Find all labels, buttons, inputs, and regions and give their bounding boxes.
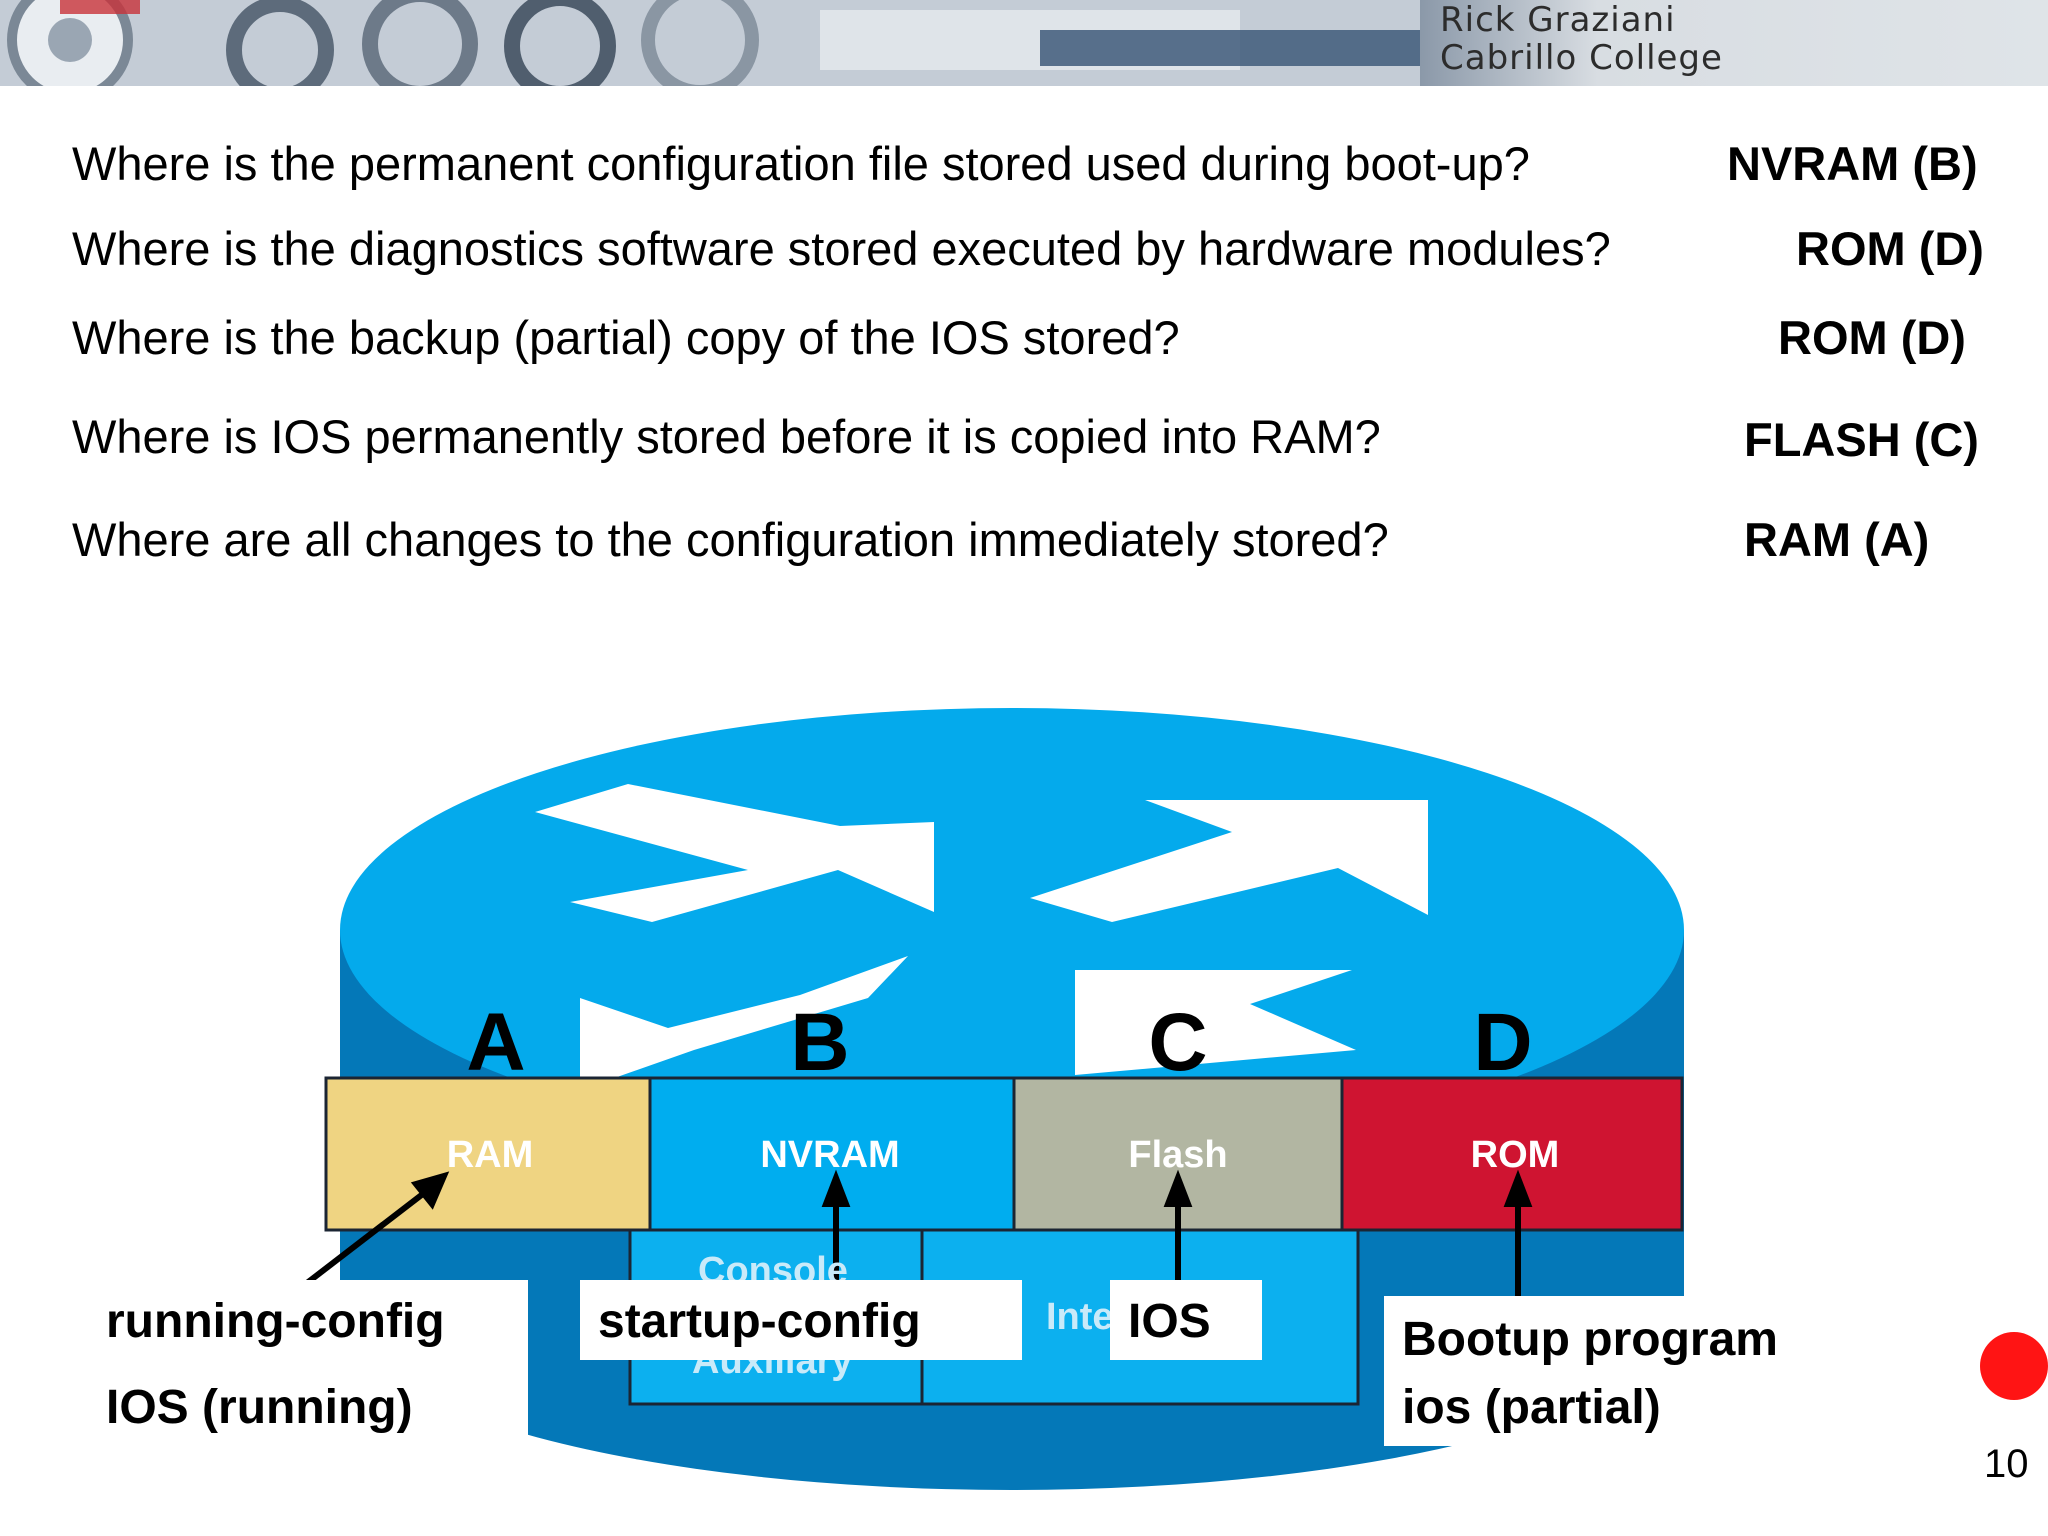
answer-4: FLASH (C) (1744, 413, 1979, 466)
ram-block (324, 1076, 652, 1232)
nvram-callout-startup-config: startup-config (598, 1295, 921, 1348)
flash-callout-box (1110, 1280, 1262, 1360)
ram-label: RAM (446, 1134, 534, 1176)
banner-image (0, 0, 1420, 86)
slide-indicator-dot (1980, 1332, 2048, 1400)
ram-callout-ios-running: IOS (running) (106, 1381, 413, 1434)
rom-label: ROM (1470, 1134, 1560, 1176)
ram-callout-box (60, 1280, 528, 1450)
flash-callout-ios: IOS (1128, 1295, 1211, 1348)
author-college: Cabrillo College (1440, 38, 1723, 78)
question-5: Where are all changes to the configurati… (72, 513, 1389, 566)
nvram-callout-box (580, 1280, 1022, 1360)
question-2: Where is the diagnostics software stored… (72, 222, 1611, 275)
ram-callout-running-config: running-config (106, 1295, 445, 1348)
nvram-label: NVRAM (760, 1134, 900, 1176)
answer-3: ROM (D) (1778, 311, 1966, 364)
letter-a: A (466, 997, 526, 1088)
page-number: 10 (1984, 1442, 2029, 1486)
letter-d: D (1473, 997, 1533, 1088)
router-arrow-out-top-right (1030, 800, 1428, 922)
router-arrow-out-bottom-right (1075, 970, 1356, 1075)
rom-callout-bootup-program: Bootup program (1402, 1313, 1778, 1366)
router-arrow-in-bottom-left (580, 956, 908, 1090)
ram-pointer-arrow (288, 1187, 430, 1299)
interfaces-label: Inte (1046, 1296, 1114, 1338)
author-name: Rick Graziani (1440, 0, 1676, 40)
letter-b: B (790, 997, 850, 1088)
question-3: Where is the backup (partial) copy of th… (72, 311, 1180, 364)
letter-c: C (1148, 997, 1208, 1088)
router-arrow-in-top-left (535, 784, 934, 922)
rom-callout-box (1384, 1296, 1814, 1446)
question-1: Where is the permanent configuration fil… (72, 137, 1530, 190)
rom-callout-ios-partial: ios (partial) (1402, 1381, 1661, 1434)
answer-2: ROM (D) (1796, 222, 1984, 275)
answer-5: RAM (A) (1744, 513, 1930, 566)
answer-1: NVRAM (B) (1727, 137, 1978, 190)
question-4: Where is IOS permanently stored before i… (72, 410, 1381, 463)
flash-label: Flash (1128, 1134, 1228, 1176)
header-banner: Rick Graziani Cabrillo College (0, 0, 2048, 86)
